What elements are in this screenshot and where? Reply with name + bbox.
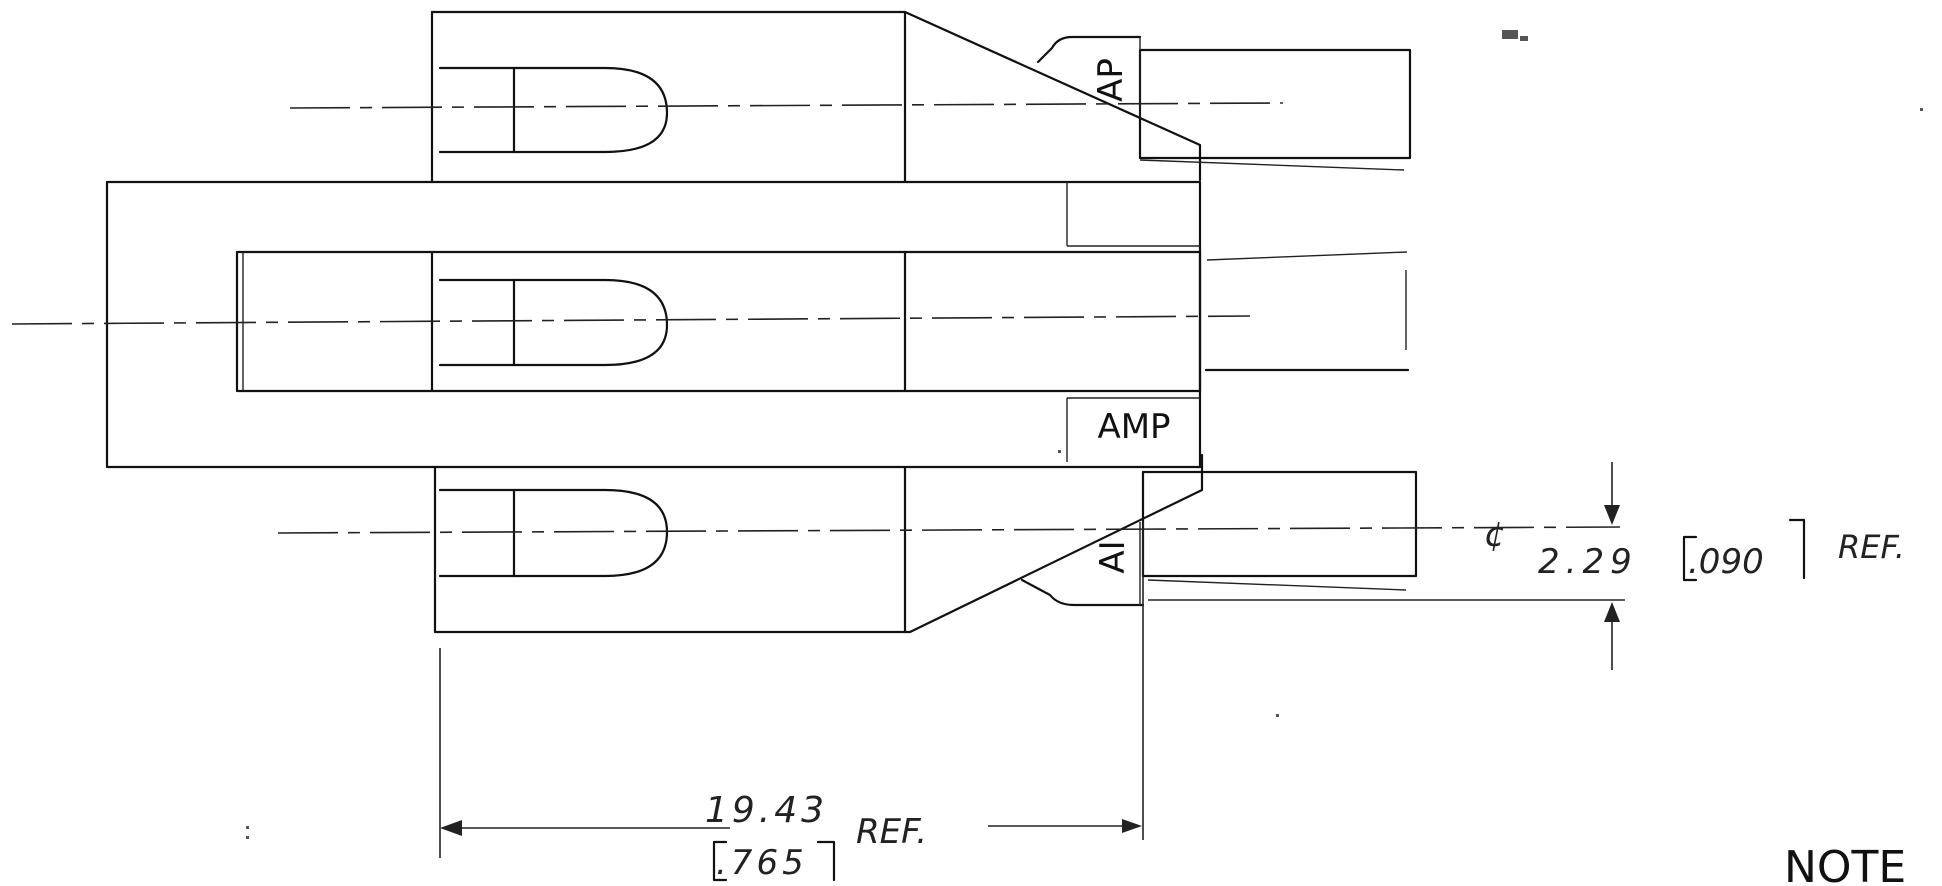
spacing-ref-label: REF. xyxy=(1838,528,1905,566)
inner-slot xyxy=(235,250,1202,393)
amp-marking: AMP xyxy=(1097,407,1170,447)
bottom-marking: AI xyxy=(1093,540,1133,573)
note-heading: NOTE xyxy=(1784,842,1906,886)
length-inch-value: .765 xyxy=(716,843,808,883)
length-ref-label: REF. xyxy=(856,812,927,852)
scan-specks xyxy=(246,30,1923,839)
spacing-inch-value: .090 xyxy=(1688,542,1764,582)
spacing-metric-value: 2.29 xyxy=(1538,542,1638,582)
outer-housing xyxy=(105,180,1202,469)
lower-pin xyxy=(1020,470,1418,607)
spacing-dimension: ¢ 2.29 .090 REF. xyxy=(1148,462,1905,670)
length-metric-value: 19.43 xyxy=(705,790,828,831)
centerlines xyxy=(11,102,1621,534)
centerline-symbol: ¢ xyxy=(1484,515,1506,555)
length-dimension: 19.43 .765 REF. xyxy=(439,522,1144,883)
middle-pin xyxy=(1204,251,1410,372)
top-marking: AP xyxy=(1091,58,1131,102)
